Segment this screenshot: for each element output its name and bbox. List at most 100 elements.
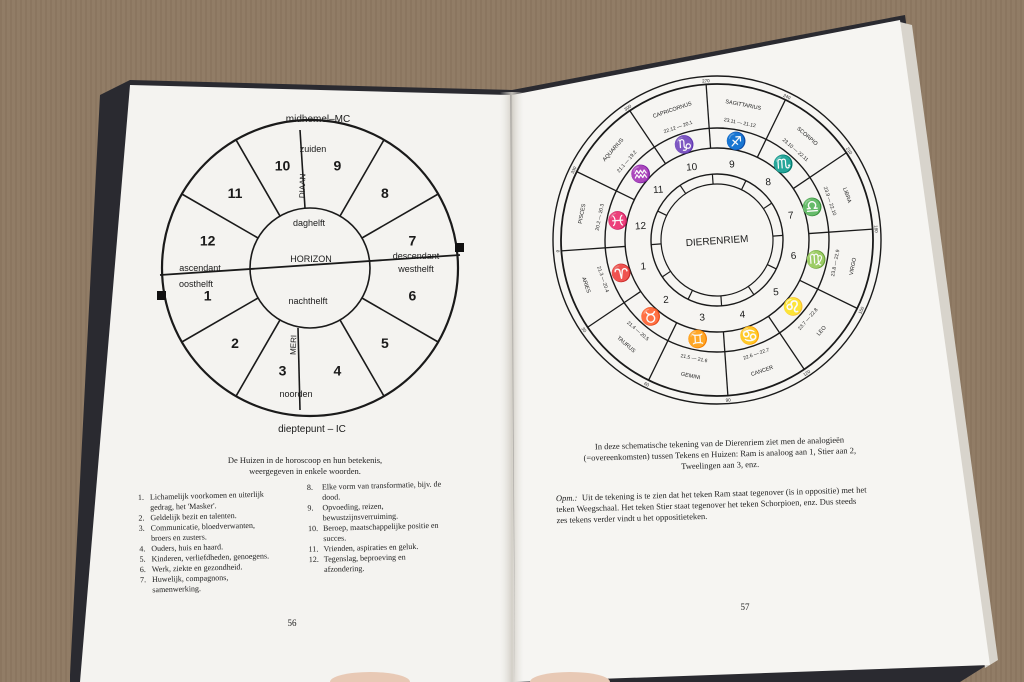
sign-divider <box>799 279 858 309</box>
list-item-text: afzondering. <box>324 564 364 574</box>
list-item-number: 5. <box>139 555 145 564</box>
list-item: 5.Kinderen, verliefdheden, genoegens. <box>139 551 269 563</box>
degree-label: 90 <box>726 397 732 402</box>
degree-label: 30 <box>580 326 587 333</box>
house-number: 8 <box>381 185 389 201</box>
note-label: Opm.: <box>556 493 578 504</box>
house-number: 11 <box>228 185 243 201</box>
sign-divider <box>808 228 873 235</box>
house-number: 2 <box>231 335 239 351</box>
list-item-number: 6. <box>140 565 146 574</box>
house-number: 12 <box>635 221 647 233</box>
finger <box>530 672 610 682</box>
houses-list-right: 8. Elke vorm van transformatie, bijv. ded… <box>307 479 442 574</box>
list-item-text: Communicatie, bloedverwanten, <box>151 521 255 533</box>
gutter <box>500 92 524 682</box>
degree-label: 60 <box>643 381 650 388</box>
sign-dates: 20.2 — 20.3 <box>595 203 606 231</box>
house-divider <box>361 193 439 239</box>
list-item-text: Tegenslag, beproeving en <box>324 553 406 564</box>
note-line: zes tekens verder vindt u het oppositiet… <box>556 511 707 525</box>
sign-divider <box>756 99 786 158</box>
house-divider <box>657 210 667 216</box>
sign-divider <box>722 331 729 396</box>
caption-line: Tweelingen aan 3, enz. <box>681 459 759 471</box>
sign-dates: 21.5 — 21.6 <box>680 353 708 364</box>
page-number-right: 57 <box>741 602 751 612</box>
zodiac-degree-circle <box>552 75 882 405</box>
house-divider <box>772 234 783 237</box>
sign-name: PISCES <box>578 203 588 224</box>
meridiaan-top-label: DIAAN <box>298 173 308 198</box>
sign-name: GEMINI <box>680 372 701 382</box>
degree-label: 330 <box>570 165 578 174</box>
house-divider <box>767 264 777 270</box>
list-item-text: dood. <box>322 492 340 501</box>
dierenriem-label: DIERENRIEM <box>685 234 748 249</box>
house-number: 1 <box>204 287 212 303</box>
house-number: 4 <box>739 310 746 321</box>
westhelft-label: westhelft <box>397 264 434 274</box>
house-number: 9 <box>729 159 736 170</box>
house-number: 6 <box>408 287 416 303</box>
list-item-text: Beroep, maatschappelijke positie en <box>323 521 439 533</box>
ascendant-label: ascendant <box>179 263 221 273</box>
horizon-marker-left <box>157 291 166 300</box>
list-item: 11.Vrienden, aspiraties en geluk. <box>308 542 418 554</box>
list-item-text: Elke vorm van transformatie, bijv. de <box>322 479 442 491</box>
nachthelft-label: nachthelft <box>288 296 328 306</box>
noorden-label: noorden <box>279 389 312 399</box>
list-item: 10.Beroep, maatschappelijke positie ensu… <box>308 521 439 543</box>
daghelft-label: daghelft <box>293 218 326 228</box>
house-divider <box>763 202 773 210</box>
house-divider <box>679 184 687 194</box>
oosthelft-label: oosthelft <box>179 279 214 289</box>
degree-label: 210 <box>845 146 854 155</box>
list-item-text: Opvoeding, reizen, <box>322 502 383 513</box>
houses-inner-circle <box>249 207 371 329</box>
list-item-number: 8. <box>307 483 313 492</box>
list-item-text: Lichamelijk voorkomen en uiterlijk <box>150 490 264 502</box>
house-number: 8 <box>765 177 772 188</box>
house-number: 5 <box>381 335 389 351</box>
house-divider <box>361 297 439 343</box>
dieptepunt-label: dieptepunt – IC <box>278 424 346 435</box>
sign-name: ARIES <box>580 276 591 294</box>
midhemel-label: midhemel–MC <box>286 114 350 125</box>
house-number: 1 <box>640 261 647 272</box>
sign-glyph: ♌ <box>782 296 805 317</box>
list-item-number: 1. <box>138 493 144 502</box>
house-divider <box>651 243 662 246</box>
sign-glyph: ♐ <box>725 130 748 151</box>
meridian-line-top <box>299 129 306 209</box>
house-divider <box>235 319 281 397</box>
house-divider <box>687 290 693 300</box>
list-item: 6.Werk, ziekte en gezondheid. <box>140 562 243 574</box>
caption-line: De Huizen in de horoscoop en hun beteken… <box>228 455 382 465</box>
sign-glyph: ♊ <box>686 328 709 349</box>
house-number: 4 <box>334 362 342 378</box>
house-number: 3 <box>279 362 287 378</box>
house-number: 7 <box>788 210 795 221</box>
sign-divider <box>561 245 626 252</box>
house-number: 10 <box>275 158 291 174</box>
sign-name: LIBRA <box>841 187 852 204</box>
sign-divider <box>629 110 667 165</box>
sign-name: VIRGO <box>849 257 858 276</box>
list-item-number: 3. <box>139 524 145 533</box>
list-item-number: 10. <box>308 524 318 533</box>
list-item: 9.Opvoeding, reizen,bewustzijnsverruimin… <box>307 502 398 523</box>
sign-divider <box>576 171 635 201</box>
house-number: 12 <box>200 233 216 249</box>
sign-divider <box>648 322 678 381</box>
list-item: 8. Elke vorm van transformatie, bijv. ded… <box>307 479 442 501</box>
list-item: 2.Geldelijk bezit en talenten. <box>138 511 236 523</box>
house-divider <box>235 139 281 217</box>
house-divider <box>181 297 259 343</box>
page-number-left: 56 <box>288 618 298 628</box>
house-divider <box>720 295 723 306</box>
house-number: 7 <box>408 233 416 249</box>
sign-glyph: ♓ <box>607 210 630 231</box>
